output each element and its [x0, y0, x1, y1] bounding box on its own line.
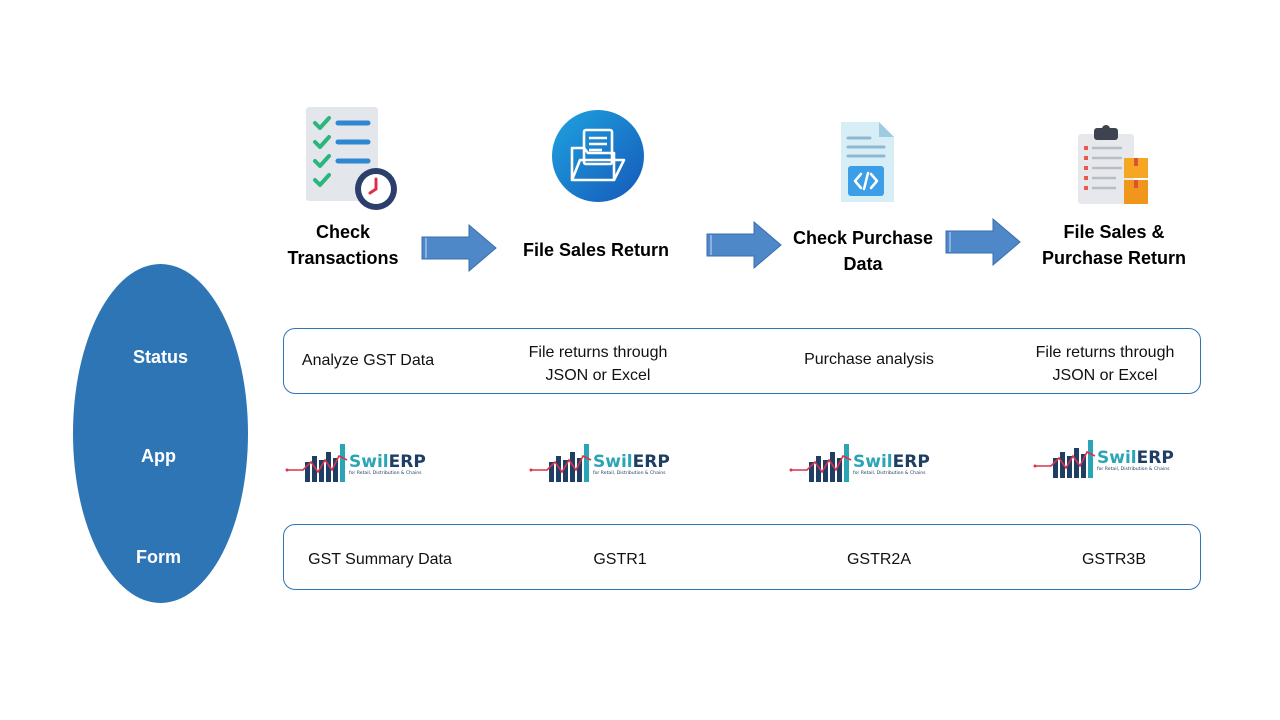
- form-cell-4: GSTR3B: [1081, 551, 1146, 568]
- step-title-check-transactions: Check Transactions: [287, 222, 399, 268]
- svg-text:for Retail, Distribution & Cha: for Retail, Distribution & Chains: [1097, 466, 1170, 472]
- svg-text:SwilERP: SwilERP: [1097, 448, 1174, 468]
- status-cell-1: Analyze GST Data: [301, 352, 435, 369]
- swilerp-logo-1: SwilERP for Retail, Distribution & Chain…: [285, 444, 426, 482]
- code-document-icon: [841, 122, 894, 202]
- svg-text:SwilERP: SwilERP: [853, 452, 930, 472]
- form-cell-2: GSTR1: [593, 551, 647, 568]
- svg-text:SwilERP: SwilERP: [593, 452, 670, 472]
- row-label-app: App: [141, 446, 176, 466]
- flow-arrow-1: [421, 224, 497, 272]
- step-title-file-sales-return: File Sales Return: [522, 240, 670, 260]
- row-labels-ellipse: [73, 264, 248, 603]
- svg-text:for Retail, Distribution & Cha: for Retail, Distribution & Chains: [853, 470, 926, 476]
- form-row-box: [283, 524, 1201, 590]
- checklist-clock-icon: [306, 107, 397, 210]
- swilerp-logo-4: SwilERP for Retail, Distribution & Chain…: [1033, 440, 1174, 478]
- form-cell-3: GSTR2A: [846, 551, 911, 568]
- row-label-form: Form: [136, 547, 181, 567]
- step-title-file-sales-purchase-return: File Sales & Purchase Return: [1041, 222, 1187, 268]
- step-title-check-purchase-data: Check Purchase Data: [792, 228, 934, 274]
- svg-text:for Retail, Distribution & Cha: for Retail, Distribution & Chains: [349, 470, 422, 476]
- clipboard-boxes-icon: [1078, 125, 1148, 204]
- status-cell-4: File returns through JSON or Excel: [1035, 344, 1175, 384]
- row-label-status: Status: [132, 347, 188, 367]
- status-cell-2: File returns through JSON or Excel: [528, 344, 668, 384]
- swilerp-logo-2: SwilERP for Retail, Distribution & Chain…: [529, 444, 670, 482]
- folder-document-icon: [552, 110, 644, 202]
- form-cell-1: GST Summary Data: [308, 551, 452, 568]
- status-row-box: [283, 328, 1201, 394]
- status-cell-3: Purchase analysis: [804, 351, 934, 368]
- flow-arrow-2: [706, 221, 782, 269]
- flow-arrow-3: [945, 218, 1021, 266]
- svg-text:SwilERP: SwilERP: [349, 452, 426, 472]
- swilerp-logo-3: SwilERP for Retail, Distribution & Chain…: [789, 444, 930, 482]
- svg-text:for Retail, Distribution & Cha: for Retail, Distribution & Chains: [593, 470, 666, 476]
